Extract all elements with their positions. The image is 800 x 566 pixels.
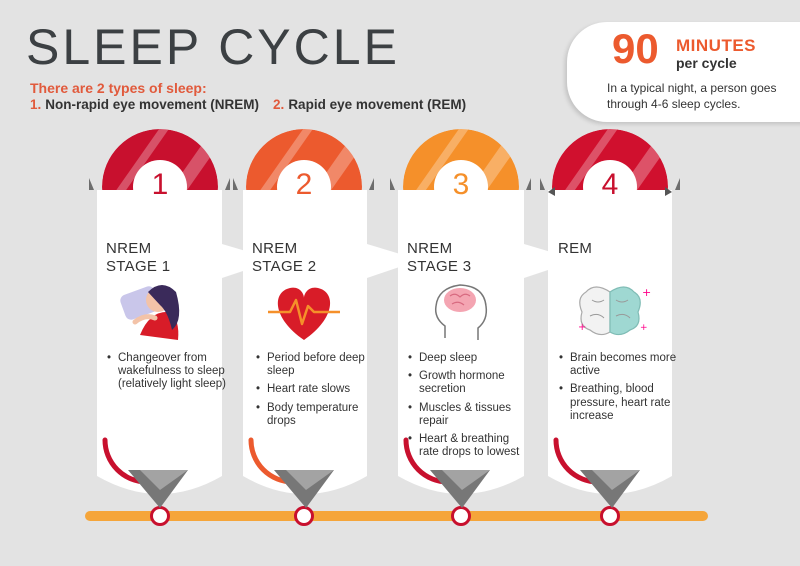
stage-3-title-line2: STAGE 3 bbox=[407, 258, 472, 275]
timeline-dot-2 bbox=[294, 506, 314, 526]
stage-4-title-line1: REM bbox=[558, 240, 593, 257]
stage-1-title-line1: NREM bbox=[106, 240, 152, 257]
stage-2-title: NREM STAGE 2 bbox=[252, 240, 316, 276]
stage-3-title: NREM STAGE 3 bbox=[407, 240, 471, 276]
page-title: SLEEP CYCLE bbox=[26, 19, 400, 75]
stage-2-number: 2 bbox=[295, 168, 313, 201]
stage-1-number: 1 bbox=[151, 168, 169, 201]
stage-2-title-line2: STAGE 2 bbox=[252, 258, 317, 275]
cycle-sub: per cycle bbox=[676, 55, 737, 71]
svg-text:+: + bbox=[578, 322, 586, 333]
stage-4-number: 4 bbox=[601, 168, 619, 201]
list-item: Breathing, blood pressure, heart rate in… bbox=[559, 383, 680, 423]
list-item: Heart rate slows bbox=[256, 383, 382, 396]
heartbeat-icon bbox=[268, 287, 340, 340]
type-1-number: 1. bbox=[30, 97, 42, 112]
list-item: Deep sleep bbox=[408, 352, 531, 365]
type-2-number: 2. bbox=[273, 97, 285, 112]
list-item: Growth hormone secretion bbox=[408, 370, 531, 396]
cycle-badge bbox=[567, 22, 800, 122]
timeline-bar bbox=[85, 511, 708, 521]
stage-3-number: 3 bbox=[452, 168, 470, 201]
types-list: 1.Non-rapid eye movement (NREM) 2.Rapid e… bbox=[30, 97, 466, 112]
list-item: Changeover from wakefulness to sleep (re… bbox=[107, 352, 228, 392]
types-heading: There are 2 types of sleep: bbox=[30, 80, 207, 96]
stage-4-bullets: Brain becomes more active Breathing, blo… bbox=[558, 352, 680, 428]
timeline-dot-4 bbox=[600, 506, 620, 526]
type-1-label: Non-rapid eye movement (NREM) bbox=[45, 97, 260, 112]
svg-text:+: + bbox=[642, 286, 651, 299]
stage-1-title-line2: STAGE 1 bbox=[106, 258, 171, 275]
head-brain-icon bbox=[434, 284, 488, 340]
cycle-unit: MINUTES bbox=[676, 36, 756, 55]
stage-1-bullets: Changeover from wakefulness to sleep (re… bbox=[106, 352, 228, 397]
stage-1-title: NREM STAGE 1 bbox=[106, 240, 170, 276]
stage-3-bullets: Deep sleep Growth hormone secretion Musc… bbox=[407, 352, 531, 465]
list-item: Heart & breathing rate drops to lowest bbox=[408, 433, 531, 459]
type-2-label: Rapid eye movement (REM) bbox=[288, 97, 467, 112]
sleeping-person-icon bbox=[120, 285, 180, 340]
list-item: Brain becomes more active bbox=[559, 352, 680, 378]
list-item: Muscles & tissues repair bbox=[408, 402, 531, 428]
cycle-description: In a typical night, a person goes throug… bbox=[607, 81, 777, 112]
stage-2-bullets: Period before deep sleep Heart rate slow… bbox=[255, 352, 382, 433]
list-item: Period before deep sleep bbox=[256, 352, 382, 378]
timeline-dot-3 bbox=[451, 506, 471, 526]
brain-icon: + + + bbox=[578, 286, 651, 336]
stage-3-title-line1: NREM bbox=[407, 240, 453, 257]
stage-4-title: REM bbox=[558, 240, 592, 258]
svg-text:+: + bbox=[640, 323, 648, 333]
stage-2-title-line1: NREM bbox=[252, 240, 298, 257]
cycle-minutes: 90 bbox=[612, 25, 659, 72]
list-item: Body temperature drops bbox=[256, 402, 382, 428]
